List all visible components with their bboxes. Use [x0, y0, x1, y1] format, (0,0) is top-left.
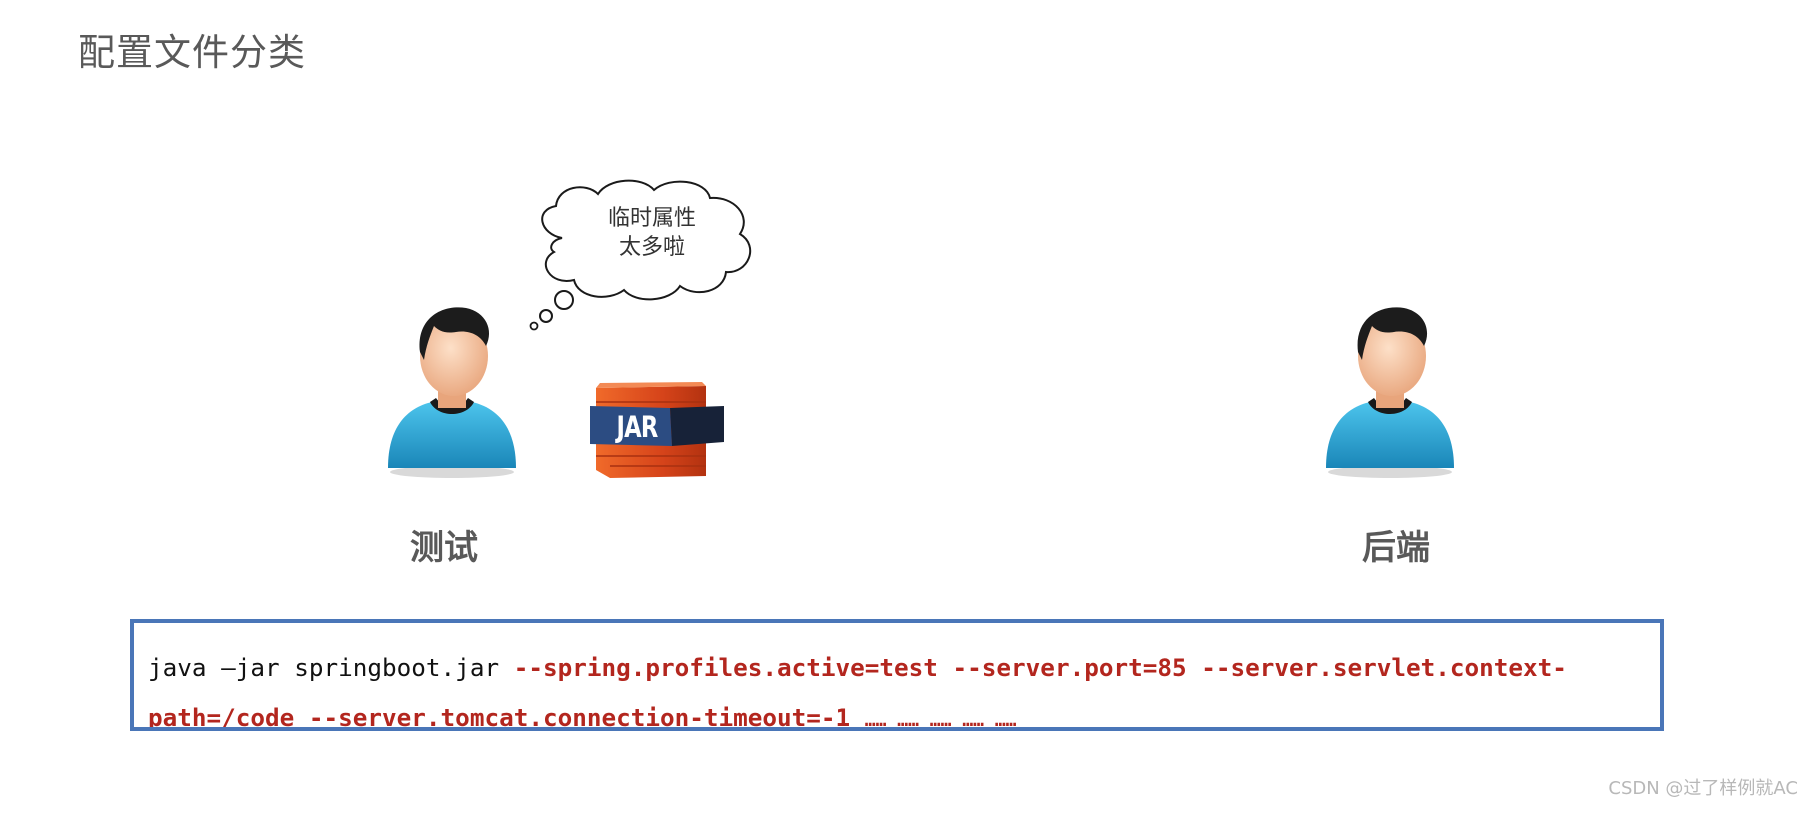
- thought-bubble: 临时属性 太多啦: [520, 176, 760, 336]
- cloud-icon: [529, 179, 752, 331]
- tester-person-icon: [382, 300, 522, 480]
- bubble-text: 临时属性 太多啦: [582, 204, 722, 262]
- backend-label: 后端: [1362, 528, 1430, 568]
- bubble-line-2: 太多啦: [618, 235, 685, 260]
- command-base: java –jar springboot.jar: [148, 653, 514, 682]
- page-title: 配置文件分类: [78, 31, 306, 74]
- bubble-line-1: 临时属性: [607, 206, 696, 231]
- tester-label: 测试: [410, 528, 478, 568]
- command-arguments: --spring.profiles.active=test --server.p…: [148, 653, 1567, 731]
- jar-package-icon: JAR: [590, 380, 726, 482]
- watermark: CSDN @过了样例就AC: [1608, 778, 1798, 799]
- command-box: java –jar springboot.jar --spring.profil…: [130, 619, 1664, 731]
- command-ellipsis: …… …… …… …… ……: [864, 710, 1017, 731]
- jar-label: JAR: [616, 410, 658, 444]
- backend-person-icon: [1320, 300, 1460, 480]
